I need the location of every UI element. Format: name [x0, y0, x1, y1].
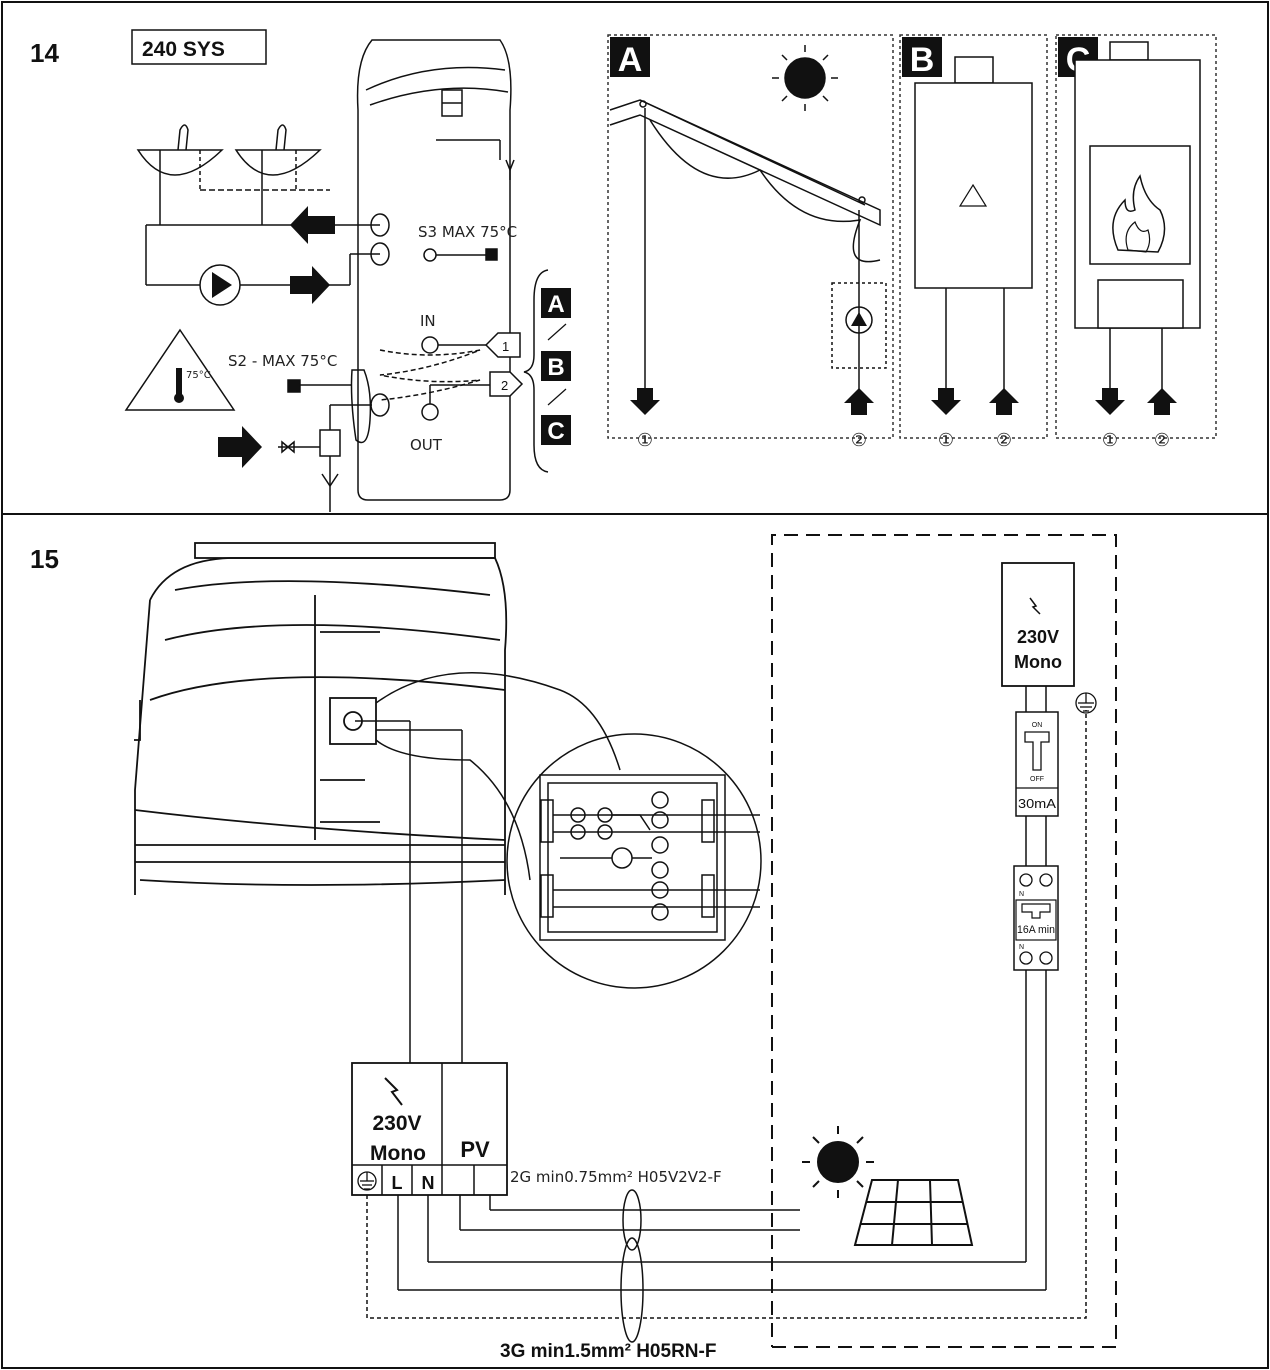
- solar-panel-option-a: A ① ②: [607, 34, 894, 451]
- boiler-option-b: B ① ②: [899, 34, 1048, 451]
- option-a-badge: [541, 288, 571, 318]
- panel-b-label: B: [910, 41, 935, 79]
- figure-15-number: 15: [30, 544, 59, 574]
- solar-panel-icon: [853, 1179, 974, 1246]
- panel-a-label: A: [618, 41, 643, 79]
- in-label: IN: [420, 312, 436, 330]
- option-a-label: A: [547, 291, 564, 318]
- out-label: OUT: [410, 436, 443, 454]
- ground-icon: [357, 1171, 377, 1191]
- unit-terminal-box: 230V Mono PV L N: [351, 1062, 508, 1196]
- separator: [547, 323, 567, 341]
- cold-water-inlet-arrow-icon: [218, 426, 262, 468]
- rcd-device: ON OFF 30mA: [1015, 711, 1059, 817]
- rcd-rating: 30mA: [1018, 796, 1056, 811]
- sun-icon: [772, 45, 838, 111]
- voltage-icon: [384, 1077, 403, 1106]
- model-label-box: [131, 29, 267, 65]
- circle-1-label: ①: [1102, 430, 1118, 451]
- model-label: 240 SYS: [142, 38, 225, 61]
- stove-option-c: C ① ②: [1055, 34, 1217, 451]
- pv-cable: [459, 1189, 800, 1251]
- circle-1-label: ①: [938, 430, 954, 451]
- internal-cables: [355, 672, 621, 1063]
- arrow-up-icon: [844, 388, 874, 415]
- temperature-warning-icon: 75°C: [124, 328, 236, 411]
- recirculation-loop: [145, 224, 380, 286]
- option-b-label: B: [547, 354, 564, 381]
- option-c-label: C: [547, 418, 564, 445]
- breaker-rating: 16A min: [1017, 924, 1055, 936]
- flame-icon: [1112, 174, 1166, 253]
- breaker-n-label: N: [1019, 891, 1024, 898]
- arrow-up-icon: [1147, 388, 1177, 415]
- return-arrow-icon: [290, 266, 330, 304]
- terminal-l: L: [392, 1173, 403, 1193]
- breaker-n-label: N: [1019, 944, 1024, 951]
- rcd-on-label: ON: [1032, 722, 1043, 729]
- port-1-marker: 1: [484, 332, 521, 358]
- option-b-badge: [541, 351, 571, 381]
- terminal-block-zoom: [506, 733, 762, 989]
- figure-14: 14 240 SYS: [30, 29, 1217, 512]
- option-c-badge: [541, 415, 571, 445]
- unit-phase: Mono: [370, 1142, 426, 1165]
- circuit-breaker: N 16A min N: [1013, 865, 1059, 971]
- outlet-arrow-icon: [290, 206, 335, 244]
- separator: [547, 388, 567, 406]
- rcd-off-label: OFF: [1030, 776, 1044, 783]
- arrow-down-icon: [931, 388, 961, 415]
- port-2-label: 2: [501, 378, 508, 393]
- arrow-down-icon: [1095, 388, 1125, 415]
- port-2-marker: 2: [489, 371, 524, 397]
- thermo-label: 75°C: [186, 370, 211, 381]
- sinks-icon: [136, 124, 330, 225]
- pump-icon: [199, 264, 241, 306]
- heat-pump-top: [134, 542, 508, 895]
- s3-sensor-label: S3 MAX 75°C: [418, 223, 517, 241]
- circle-2-label: ②: [851, 430, 867, 451]
- main-cable-label: 3G min1.5mm² H05RN-F: [500, 1341, 716, 1362]
- circle-2-label: ②: [1154, 430, 1170, 451]
- supply-voltage: 230V: [1017, 627, 1059, 647]
- heat-pump-tank: [356, 39, 515, 501]
- main-cable: [366, 710, 1087, 1343]
- terminal-n: N: [422, 1173, 435, 1193]
- pv-cable-label: 2G min0.75mm² H05V2V2-F: [510, 1168, 722, 1186]
- sun-icon: [802, 1126, 874, 1198]
- supply-phase: Mono: [1014, 652, 1062, 672]
- solar-pump-icon: [851, 312, 867, 326]
- external-zone-boundary: [771, 534, 1117, 1348]
- figure-14-number: 14: [30, 38, 59, 68]
- unit-voltage: 230V: [372, 1112, 421, 1135]
- figure-15: 15: [30, 534, 1117, 1362]
- earth-icon: [1075, 692, 1097, 714]
- tank-connections: [278, 213, 498, 512]
- circle-2-label: ②: [996, 430, 1012, 451]
- voltage-icon: [1029, 597, 1041, 615]
- arrow-down-icon: [630, 388, 660, 415]
- s2-sensor-label: S2 - MAX 75°C: [228, 352, 337, 370]
- port-1-label: 1: [502, 339, 509, 354]
- arrow-up-icon: [989, 388, 1019, 415]
- circle-1-label: ①: [637, 430, 653, 451]
- options-brace: [523, 269, 549, 473]
- pv-label: PV: [460, 1137, 490, 1162]
- mains-supply-box: 230V Mono: [1001, 562, 1075, 687]
